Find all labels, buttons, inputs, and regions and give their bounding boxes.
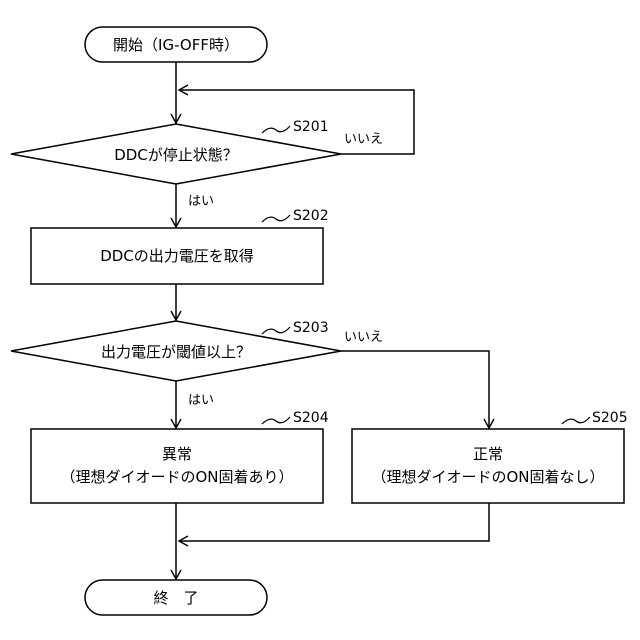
s202-text: DDCの出力電圧を取得 [100,247,254,265]
s205-process [352,429,624,503]
edge-s205-join [179,503,489,541]
s204-text-line1: 異常 [162,445,192,463]
s201-no-label: いいえ [344,132,383,147]
s203-step-tick [262,327,290,334]
s203-step-label: S203 [293,320,329,336]
s205-text-line1: 正常 [473,445,503,463]
start-text: 開始（IG-OFF時） [113,36,239,54]
s203-no-label: いいえ [344,330,383,345]
s204-step-label: S204 [293,410,329,426]
s202-step-tick [262,215,290,222]
s205-text-line2: （理想ダイオードのON固着なし） [371,468,604,486]
s203-yes-label: はい [188,393,214,408]
s202-step-label: S202 [293,208,329,224]
s201-step-label: S201 [293,119,329,135]
s204-text-line2: （理想ダイオードのON固着あり） [60,468,293,486]
s205-step-label: S205 [592,410,628,426]
s201-step-tick [262,126,290,133]
s201-text: DDCが停止状態？ [114,146,238,164]
s201-yes-label: はい [188,194,214,209]
s204-step-tick [262,417,290,424]
s204-process [31,429,323,503]
s205-step-tick [562,417,590,424]
edge-s203-no [341,351,489,428]
s203-text: 出力電圧が閾値以上？ [101,343,251,361]
end-text: 終 了 [153,589,198,607]
